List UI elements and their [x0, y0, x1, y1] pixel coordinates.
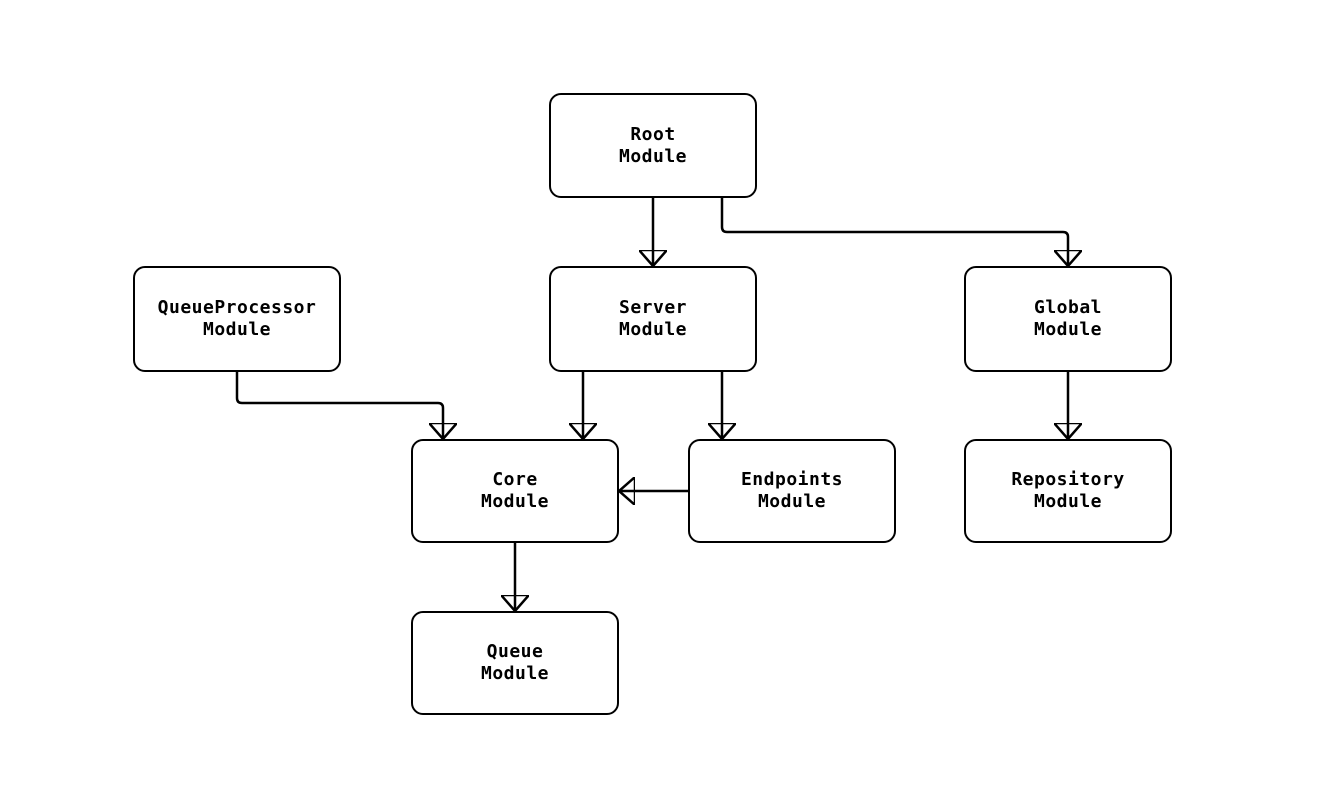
node-root-module: Root Module [549, 93, 757, 198]
node-server-module: Server Module [549, 266, 757, 372]
node-endpoints-module: Endpoints Module [688, 439, 896, 543]
node-queueprocessor-module-label: QueueProcessor Module [157, 297, 317, 340]
node-queue-module-label: Queue Module [480, 641, 550, 684]
node-core-module-label: Core Module [480, 469, 550, 512]
edge-root-to-global [720, 198, 1068, 266]
node-core-module: Core Module [411, 439, 619, 543]
edge-queueprocessor-to-core [235, 372, 443, 439]
node-server-module-label: Server Module [618, 297, 688, 340]
node-global-module: Global Module [964, 266, 1172, 372]
node-endpoints-module-label: Endpoints Module [740, 469, 844, 512]
node-queueprocessor-module: QueueProcessor Module [133, 266, 341, 372]
node-root-module-label: Root Module [618, 123, 688, 167]
node-queue-module: Queue Module [411, 611, 619, 715]
node-global-module-label: Global Module [1033, 297, 1103, 340]
node-repository-module: Repository Module [964, 439, 1172, 543]
node-repository-module-label: Repository Module [1011, 469, 1125, 512]
